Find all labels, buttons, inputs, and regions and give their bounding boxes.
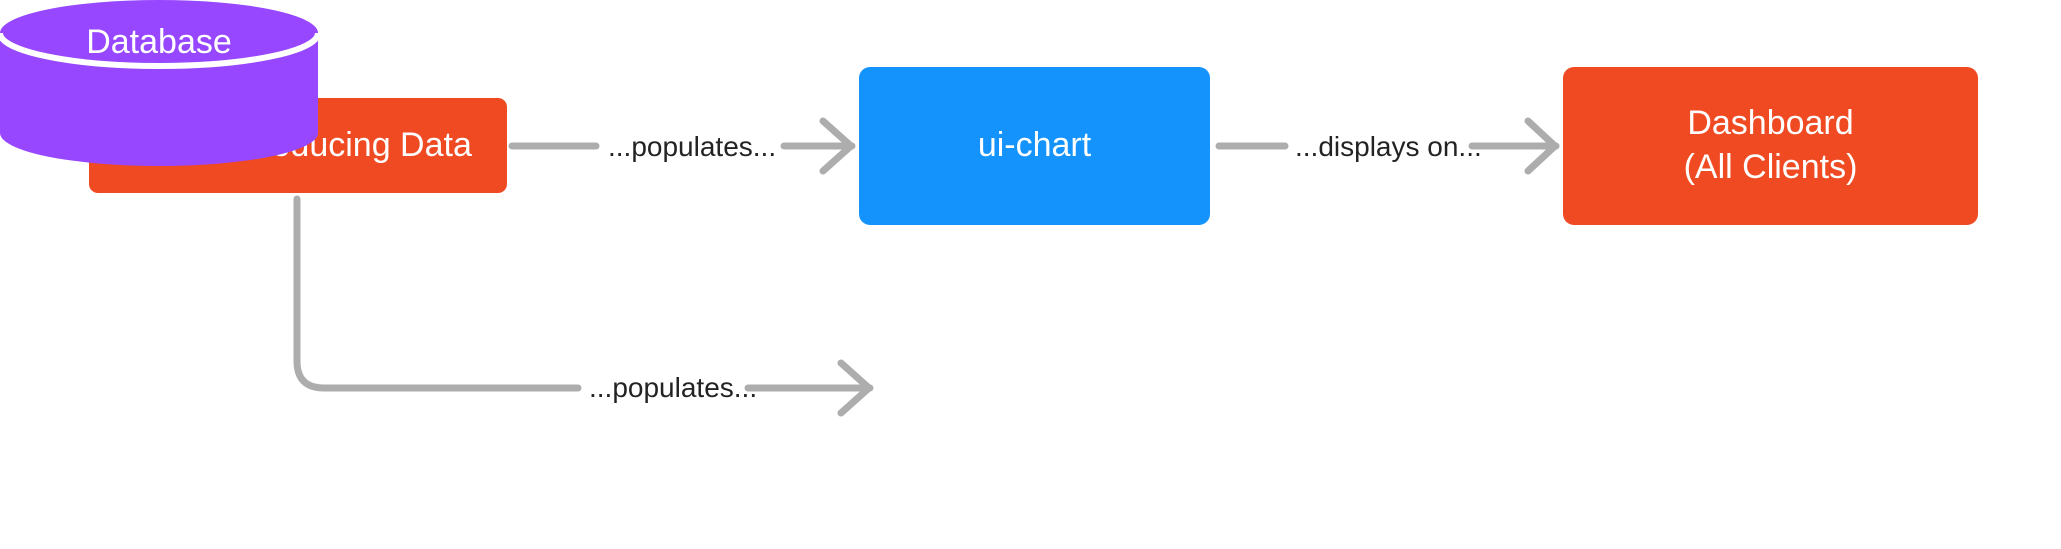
edge-device-to-uichart-arrowhead — [819, 117, 855, 175]
node-dashboard[interactable]: Dashboard (All Clients) — [1563, 67, 1978, 225]
edge-uichart-to-dashboard-arrowhead — [1524, 117, 1559, 175]
node-ui-chart[interactable]: ui-chart — [859, 67, 1210, 225]
edge-device-to-database-arrowhead — [837, 359, 873, 417]
edge-device-to-database-elbow — [293, 195, 582, 392]
node-dashboard-label: Dashboard (All Clients) — [1683, 104, 1858, 186]
node-ui-chart-label: ui-chart — [977, 126, 1092, 165]
edge-label-populates-database: ...populates... — [589, 372, 758, 403]
node-database-label: Database — [86, 23, 232, 61]
edge-label-populates-ui-chart: ...populates... — [608, 131, 777, 162]
database-cylinder-icon — [0, 0, 318, 166]
node-database[interactable]: Database — [0, 0, 318, 166]
edge-label-displays-on: ...displays on... — [1295, 131, 1482, 162]
